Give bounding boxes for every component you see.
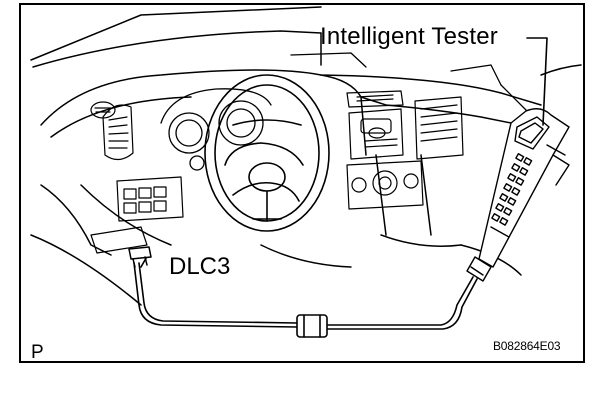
instrument-cluster: [160, 88, 272, 171]
dashboard-illustration: [30, 6, 582, 338]
figure-code: B082864E03: [493, 339, 561, 353]
cable-connector: [296, 314, 328, 338]
tester-cable: [133, 262, 478, 338]
dlc3-connector: [128, 246, 152, 268]
steering-wheel: [204, 74, 330, 232]
left-air-vent: [90, 101, 134, 161]
intelligent-tester-label: Intelligent Tester: [320, 23, 498, 50]
windshield: [30, 6, 582, 76]
diagram-frame: Intelligent Tester DLC3 P B082864E03: [19, 3, 585, 363]
switch-panel: [90, 176, 184, 254]
center-console: [346, 90, 464, 210]
page-mark: P: [31, 342, 44, 363]
dlc3-label: DLC3: [169, 253, 231, 280]
dashboard: [30, 69, 542, 306]
intelligent-tester-device: [466, 108, 570, 282]
right-dashboard: [290, 52, 532, 116]
